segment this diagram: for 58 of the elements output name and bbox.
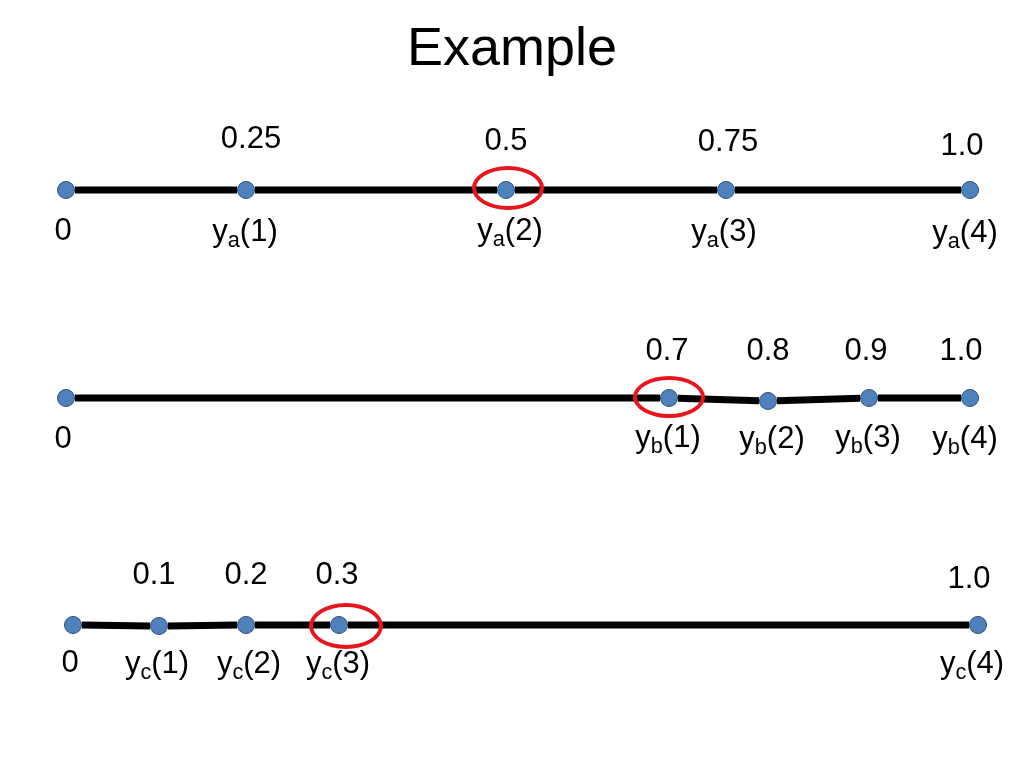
value-label: 1.0 [939,332,983,368]
point-label: y$_{a}$(4) [932,214,998,250]
value-label: 1.0 [940,127,984,163]
number-line-segment [878,394,961,402]
value-label: 0.5 [484,122,528,158]
number-line-segment [348,621,969,629]
point-label: y$_{a}$(2) [477,212,543,248]
value-label: 1.0 [947,560,991,596]
point-marker [961,181,979,199]
point-label: y$_{c}$(3) [305,645,371,681]
point-label: y$_{b}$(4) [932,420,998,456]
number-line-segment [677,394,760,405]
point-marker [660,389,678,407]
point-label: y$_{c}$(2) [216,645,282,681]
highlight-ring [309,603,383,649]
point-label: 0 [54,212,72,248]
point-label: y$_{b}$(2) [739,420,805,456]
point-marker [237,181,255,199]
highlight-ring [633,376,705,418]
point-marker [57,181,75,199]
point-label: y$_{a}$(3) [691,213,757,249]
number-line-segment [735,186,961,194]
number-line-segment [255,621,330,629]
point-marker [961,389,979,407]
number-line-segment [81,621,151,630]
value-label: 0.25 [220,120,282,156]
number-line-segment [167,621,238,630]
value-label: 0.8 [746,332,790,368]
number-line-segment [75,186,237,194]
point-label: 0 [61,644,79,680]
point-marker [969,616,987,634]
point-marker [150,617,168,635]
point-marker [717,181,735,199]
point-marker [330,616,348,634]
value-label: 0.2 [224,556,268,592]
number-line-segment [515,186,717,194]
point-label: y$_{c}$(4) [939,645,1005,681]
number-line-segment [75,394,660,402]
value-label: 0.9 [844,332,888,368]
number-line-segment [255,186,497,194]
point-marker [497,181,515,199]
point-marker [237,616,255,634]
point-label: y$_{a}$(1) [212,213,278,249]
title: Example [406,17,618,77]
number-line-segment [776,394,861,405]
point-label: 0 [54,420,72,456]
value-label: 0.7 [645,332,689,368]
point-label: y$_{c}$(1) [124,645,190,681]
point-label: y$_{b}$(3) [835,419,901,455]
point-marker [860,389,878,407]
point-marker [64,616,82,634]
point-marker [57,389,75,407]
value-label: 0.3 [315,556,359,592]
highlight-ring [472,166,544,210]
point-marker [759,392,777,410]
value-label: 0.1 [132,556,176,592]
value-label: 0.75 [697,123,759,159]
point-label: y$_{b}$(1) [635,419,701,455]
